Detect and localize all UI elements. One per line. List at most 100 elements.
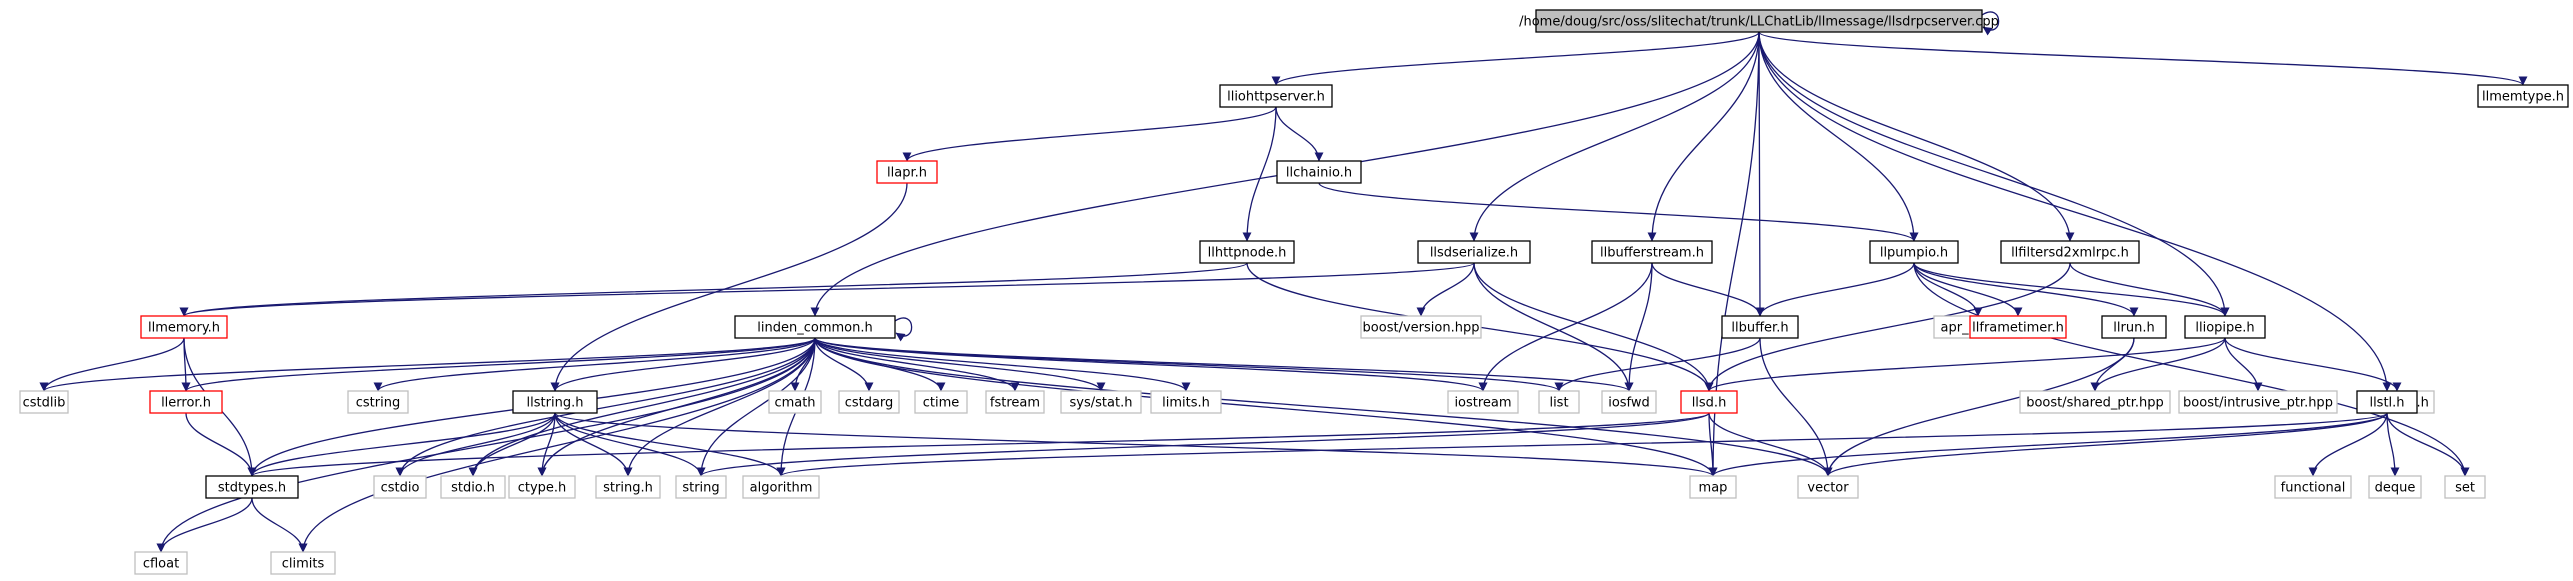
- node-box: [1417, 240, 1531, 264]
- node-llmemtype[interactable]: llmemtype.h: [2477, 84, 2569, 108]
- node-llsd[interactable]: llsd.h: [1680, 390, 1738, 414]
- node-cfloat: cfloat: [134, 551, 188, 575]
- node-llsdserialize[interactable]: llsdserialize.h: [1417, 240, 1531, 264]
- node-label: lliohttpserver.h: [1227, 90, 1325, 105]
- edge-llstl-to-algorithm: [776, 412, 2388, 477]
- edge-llpumpio-to-lliopipe: [1913, 262, 2230, 317]
- edge-root-to-llpumpio: [1758, 31, 1919, 242]
- node-box: [742, 475, 820, 499]
- node-label: cstdlib: [23, 396, 66, 411]
- node-box: [1538, 390, 1580, 414]
- node-label: deque: [2375, 481, 2416, 496]
- edge-llhttpnode-to-llmemory: [179, 262, 1248, 317]
- edge-root-to-llmemtype: [1758, 31, 2528, 86]
- edge-llbuffer-to-list: [1554, 337, 1761, 392]
- edge-llstring-to-ctype-h: [537, 412, 556, 477]
- edge-llstring-to-map: [554, 412, 1718, 477]
- node-llstl[interactable]: llstl.h: [2356, 390, 2418, 414]
- node-label: boost/shared_ptr.hpp: [2026, 396, 2164, 411]
- edge-llstl-to-set: [2386, 412, 2470, 477]
- edge-llsd-to-stdtypes: [247, 412, 1710, 477]
- edge-llpumpio-to-llrun: [1913, 262, 2139, 317]
- node-label: llapr.h: [887, 166, 927, 181]
- edge-lliopipe-to-boost-intrusive-ptr: [2224, 337, 2263, 392]
- node-label: ctime: [923, 396, 960, 411]
- edge-llchainio-to-llpumpio: [1318, 182, 1919, 242]
- edge-llfiltersd2xmlrpc-to-llsd: [1704, 262, 2071, 392]
- node-box: [2444, 475, 2486, 499]
- node-label: stdtypes.h: [218, 481, 286, 496]
- node-box: [914, 390, 968, 414]
- node-llapr[interactable]: llapr.h: [876, 160, 938, 184]
- node-lliopipe[interactable]: lliopipe.h: [2184, 315, 2266, 339]
- node-llfiltersd2xmlrpc[interactable]: llfiltersd2xmlrpc.h: [2000, 240, 2140, 264]
- node-box: [876, 160, 938, 184]
- edge-llstring-to-stdtypes: [247, 412, 556, 477]
- node-llchainio[interactable]: llchainio.h: [1276, 160, 1362, 184]
- node-llerror[interactable]: llerror.h: [149, 390, 223, 414]
- node-ctime: ctime: [914, 390, 968, 414]
- node-box: [2019, 390, 2171, 414]
- node-list: list: [1538, 390, 1580, 414]
- node-root[interactable]: /home/doug/src/oss/slitechat/trunk/LLCha…: [1519, 9, 1999, 33]
- node-label: /home/doug/src/oss/slitechat/trunk/LLCha…: [1519, 15, 1999, 30]
- edge-llsd-to-string: [696, 412, 1710, 477]
- node-box: [2000, 240, 2140, 264]
- edge-lliopipe-to-llsd: [1704, 337, 2226, 392]
- node-label: list: [1549, 396, 1568, 411]
- edge-root-to-lliopipe: [1758, 31, 2230, 317]
- node-box: [1721, 315, 1799, 339]
- node-string: string: [675, 475, 727, 499]
- node-llstring[interactable]: llstring.h: [512, 390, 598, 414]
- edge-linden-common-to-cstdarg: [814, 337, 874, 392]
- node-label: ctype.h: [518, 481, 567, 496]
- node-label: string: [682, 481, 719, 496]
- node-box: [1689, 475, 1737, 499]
- node-box: [140, 315, 228, 339]
- edge-llstl-to-functional: [2308, 412, 2388, 477]
- node-layer: /home/doug/src/oss/slitechat/trunk/LLCha…: [19, 9, 2569, 575]
- node-box: [134, 551, 188, 575]
- node-box: [734, 315, 896, 339]
- node-label: iosfwd: [1608, 396, 1650, 411]
- node-box: [1591, 240, 1713, 264]
- edge-llmemory-to-cstdlib: [39, 337, 185, 392]
- node-box: [1060, 390, 1142, 414]
- node-stdtypes[interactable]: stdtypes.h: [205, 475, 299, 499]
- edge-linden-common-to-cstdlib: [39, 337, 816, 392]
- node-label: llpumpio.h: [1880, 246, 1948, 261]
- node-box: [2101, 315, 2167, 339]
- edge-stdtypes-to-climits: [251, 497, 308, 553]
- node-llpumpio[interactable]: llpumpio.h: [1869, 240, 1959, 264]
- node-label: cfloat: [143, 557, 179, 572]
- node-llframetimer[interactable]: llframetimer.h: [1969, 315, 2067, 339]
- node-llrun[interactable]: llrun.h: [2101, 315, 2167, 339]
- node-label: linden_common.h: [757, 321, 872, 336]
- node-label: llsd.h: [1692, 396, 1727, 411]
- node-linden-common[interactable]: linden_common.h: [734, 315, 896, 339]
- edge-linden-common-to-linden-common: [894, 317, 913, 342]
- node-llmemory[interactable]: llmemory.h: [140, 315, 228, 339]
- node-llbuffer[interactable]: llbuffer.h: [1721, 315, 1799, 339]
- node-label: cstdio: [381, 481, 420, 496]
- node-label: lliopipe.h: [2195, 321, 2254, 336]
- edge-linden-common-to-iosfwd: [814, 337, 1634, 392]
- edge-linden-common-to-vector: [814, 337, 1833, 477]
- node-set: set: [2444, 475, 2486, 499]
- node-box: [1360, 315, 1482, 339]
- edge-llstl-to-map: [1708, 412, 2388, 477]
- node-box: [768, 390, 822, 414]
- node-cstdarg: cstdarg: [838, 390, 900, 414]
- node-llhttpnode[interactable]: llhttpnode.h: [1199, 240, 1295, 264]
- node-lliohttpserver[interactable]: lliohttpserver.h: [1219, 84, 1333, 108]
- node-box: [1276, 160, 1362, 184]
- node-box: [512, 390, 598, 414]
- node-box: [19, 390, 69, 414]
- node-label: cmath: [774, 396, 815, 411]
- node-box: [2274, 475, 2352, 499]
- edge-linden-common-to-climits: [298, 337, 816, 553]
- node-label: limits.h: [1162, 396, 1210, 411]
- node-map: map: [1689, 475, 1737, 499]
- node-llbufferstream[interactable]: llbufferstream.h: [1591, 240, 1713, 264]
